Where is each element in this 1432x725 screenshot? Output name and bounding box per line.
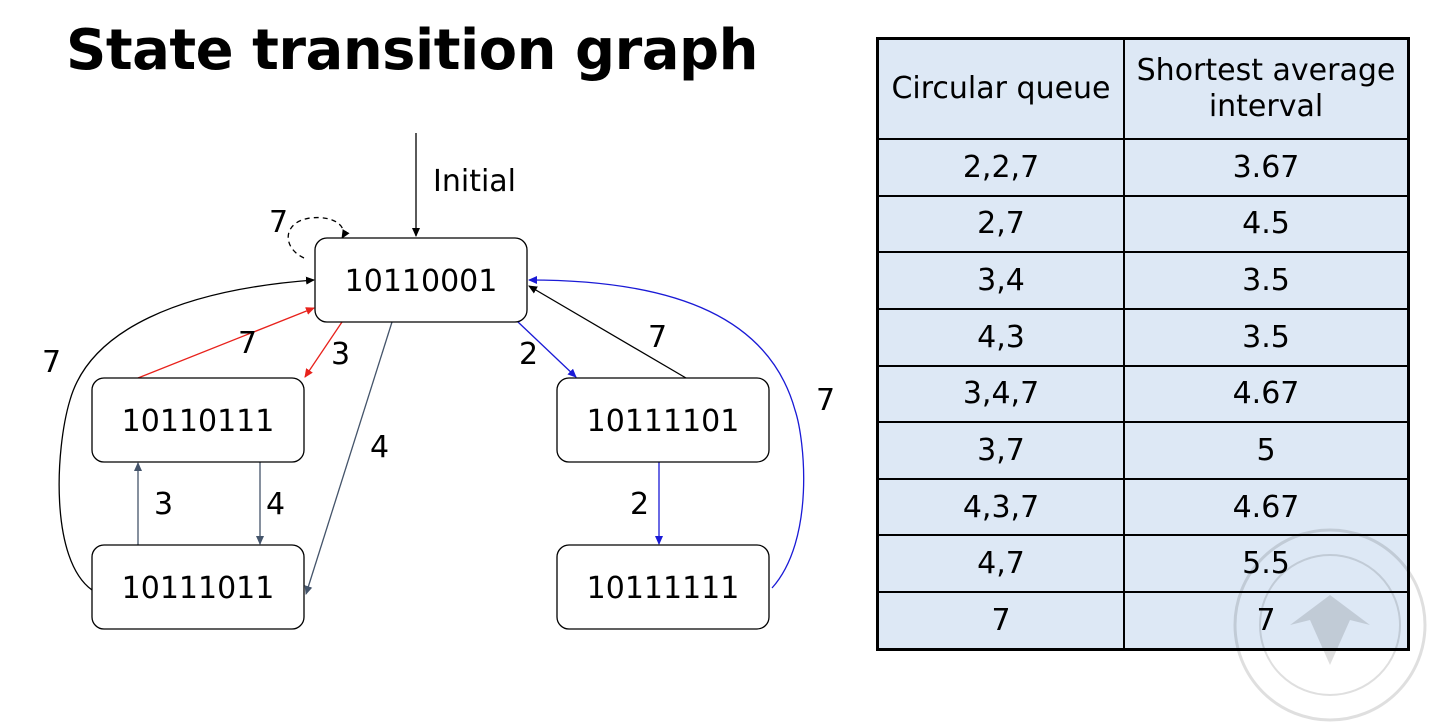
- state-node-10110001: 10110001: [314, 237, 528, 323]
- queue-cell: 3,4: [876, 251, 1125, 310]
- initial-label: Initial: [433, 164, 516, 199]
- queue-cell: 3,4,7: [876, 364, 1125, 424]
- queue-cell: 4,7: [876, 534, 1125, 593]
- interval-cell: 4.67: [1123, 477, 1410, 537]
- edge-label-self-loop: 7: [269, 205, 288, 240]
- queue-cell: 3,7: [876, 421, 1125, 480]
- state-node-10111111: 10111111: [556, 544, 770, 630]
- edge-n2-to-n0: [528, 285, 687, 379]
- edge-n0-to-n3: [304, 321, 393, 595]
- interval-cell: 5: [1123, 421, 1410, 480]
- university-seal-watermark: [1233, 528, 1427, 722]
- state-node-label: 10111101: [587, 404, 740, 439]
- edge-label-n2-to-n4: 2: [630, 487, 649, 522]
- state-transition-graph: Initial 7 7 7 3 4 3 4 2 7 2 7 10110001 1…: [42, 133, 835, 630]
- circular-queue-table: Circular queue Shortest average interval…: [876, 37, 1410, 651]
- edge-label-n3-to-n1: 3: [154, 487, 173, 522]
- edge-n0-to-n2: [517, 321, 577, 378]
- edge-n0-to-n1: [304, 321, 343, 378]
- state-node-label: 10111011: [122, 571, 275, 606]
- interval-cell: 3.5: [1123, 251, 1410, 310]
- column-header-circular-queue: Circular queue: [876, 37, 1125, 140]
- edge-n1-to-n0: [137, 307, 315, 379]
- edge-n3-to-n0: [58, 276, 315, 591]
- interval-cell: 4.5: [1123, 194, 1410, 254]
- state-node-label: 10110001: [345, 264, 498, 299]
- state-node-10111011: 10111011: [91, 544, 305, 630]
- edge-label-n3-to-n0: 7: [42, 345, 61, 380]
- interval-cell: 7: [1123, 591, 1410, 651]
- edge-n4-to-n0: [528, 276, 805, 589]
- column-header-shortest-average-interval: Shortest average interval: [1123, 37, 1410, 140]
- queue-cell: 7: [876, 591, 1125, 651]
- interval-cell: 4.67: [1123, 364, 1410, 424]
- queue-cell: 4,3,7: [876, 477, 1125, 537]
- edge-label-n1-to-n0: 7: [238, 326, 257, 361]
- table-header-row: Circular queue Shortest average interval: [876, 37, 1410, 140]
- edge-label-n1-to-n3: 4: [266, 487, 285, 522]
- edge-label-n0-to-n3: 4: [370, 430, 389, 465]
- state-node-10110111: 10110111: [91, 377, 305, 463]
- edge-label-n2-to-n0: 7: [648, 320, 667, 355]
- edge-label-n0-to-n2: 2: [519, 337, 538, 372]
- edge-label-n4-to-n0: 7: [816, 383, 835, 418]
- queue-cell: 2,7: [876, 194, 1125, 254]
- queue-cell: 2,2,7: [876, 138, 1125, 197]
- queue-cell: 4,3: [876, 307, 1125, 367]
- state-node-label: 10110111: [122, 404, 275, 439]
- interval-cell: 3.5: [1123, 307, 1410, 367]
- interval-cell: 5.5: [1123, 534, 1410, 593]
- interval-cell: 3.67: [1123, 138, 1410, 197]
- state-node-label: 10111111: [587, 571, 740, 606]
- edge-label-n0-to-n1: 3: [331, 337, 350, 372]
- state-node-10111101: 10111101: [556, 377, 770, 463]
- page-title: State transition graph: [66, 18, 758, 83]
